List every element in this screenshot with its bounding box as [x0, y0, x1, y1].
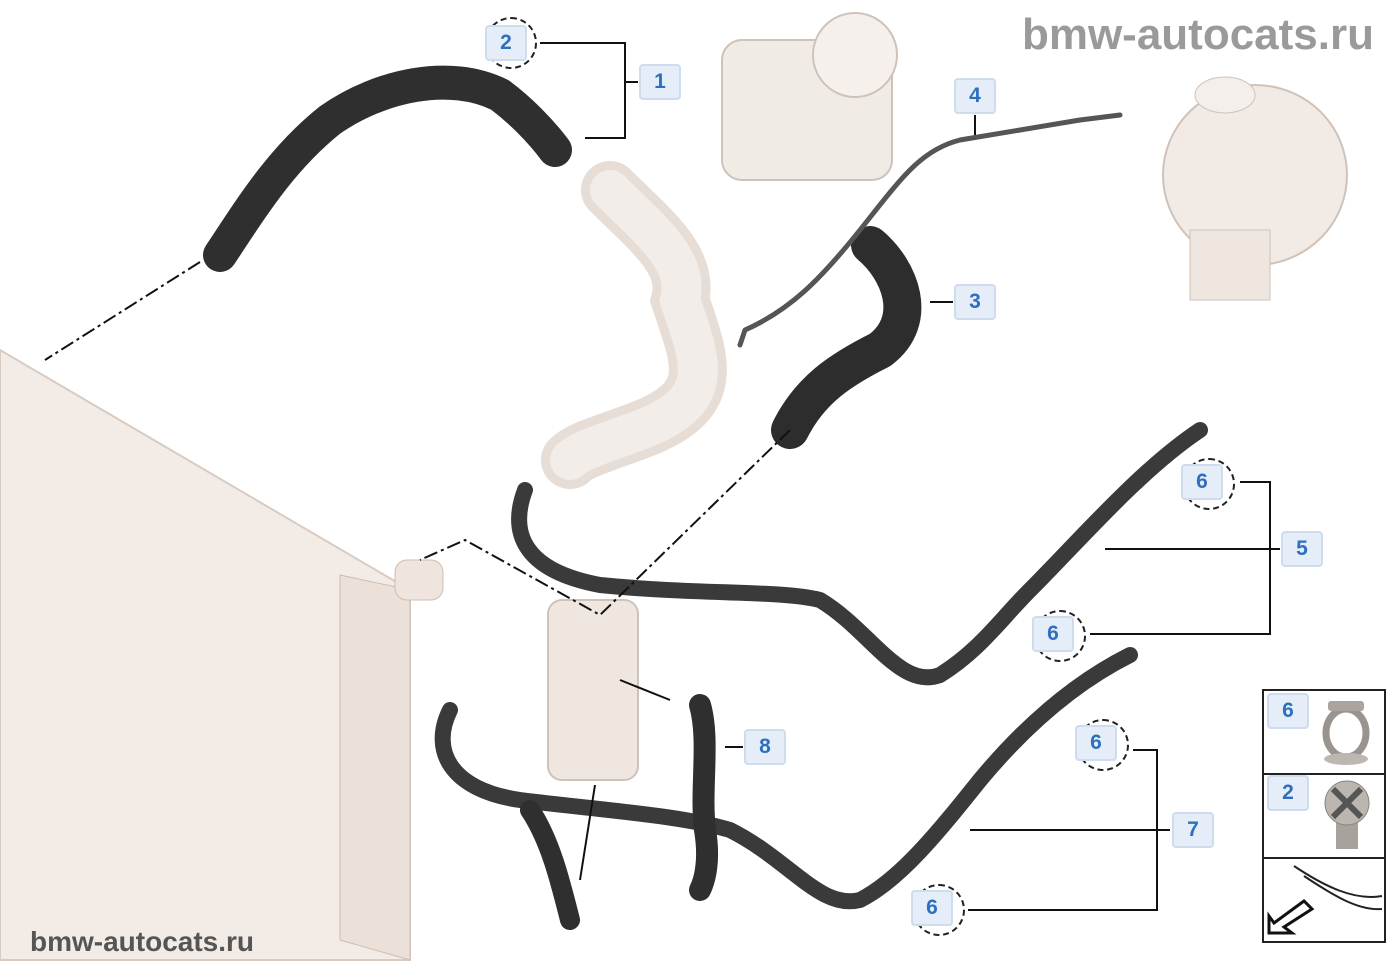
hose-clamp-icon [1322, 701, 1370, 765]
watermark-top: bmw-autocats.ru [1021, 10, 1374, 59]
vehicle-front-direction-icon [1267, 865, 1383, 935]
legend-label-6: 6 [1267, 693, 1309, 729]
watermark-bottom: bmw-autocats.ru [30, 926, 255, 957]
callout-3[interactable]: 3 [954, 284, 996, 320]
callout-6[interactable]: 6 [911, 890, 953, 926]
callout-8[interactable]: 8 [744, 729, 786, 765]
callout-2[interactable]: 2 [485, 25, 527, 61]
callout-4[interactable]: 4 [954, 78, 996, 114]
legend-clamp[interactable]: 6 [1264, 691, 1384, 775]
hose-5 [511, 422, 1208, 686]
heat-exchanger [547, 599, 639, 781]
hose-8 [689, 694, 719, 901]
hose-4-pipe [737, 112, 1123, 348]
hose-3 [771, 226, 922, 449]
leader-lines [44, 42, 1280, 911]
radiator [0, 348, 444, 961]
expansion-tank [1162, 76, 1348, 301]
callout-6[interactable]: 6 [1032, 616, 1074, 652]
callout-7[interactable]: 7 [1172, 812, 1214, 848]
callout-6[interactable]: 6 [1181, 464, 1223, 500]
parts-legend: 6 2 [1262, 689, 1386, 943]
hose-7 [434, 647, 1138, 910]
hoses [203, 65, 1208, 930]
hose-1 [203, 65, 572, 272]
legend-label-2: 2 [1267, 775, 1309, 811]
callout-5[interactable]: 5 [1281, 531, 1323, 567]
callout-6[interactable]: 6 [1075, 725, 1117, 761]
callout-1[interactable]: 1 [639, 64, 681, 100]
bleed-screw-icon [1324, 780, 1370, 849]
legend-screw[interactable]: 2 [1264, 775, 1384, 859]
coolant-pump [721, 12, 898, 181]
thermostat-housing [541, 161, 727, 489]
